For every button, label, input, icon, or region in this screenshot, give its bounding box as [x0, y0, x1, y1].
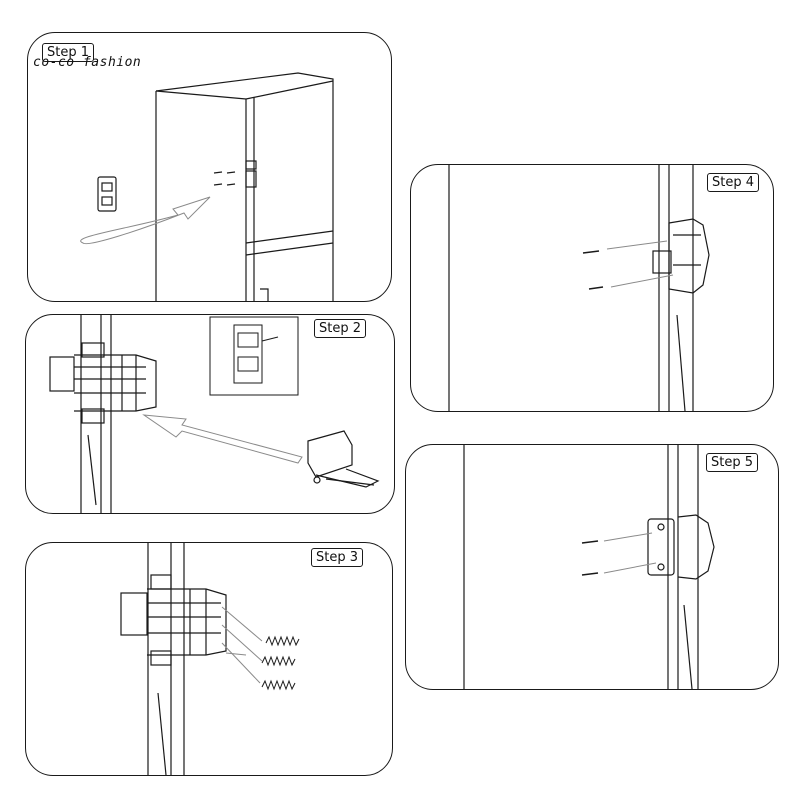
screws — [213, 171, 236, 186]
direction-arrow — [80, 196, 211, 245]
step-5-illustration — [463, 445, 715, 689]
step-2-panel: Step 2 — [25, 314, 395, 514]
step-4-illustration — [448, 165, 710, 411]
lock-body — [652, 218, 710, 294]
fridge-edge — [448, 165, 694, 411]
screws — [582, 250, 604, 290]
direction-arrows — [221, 606, 263, 684]
fridge-edge — [80, 315, 112, 513]
refrigerator — [155, 72, 334, 301]
step-5-panel: Step 5 — [405, 444, 779, 690]
step-2-illustration — [49, 315, 380, 513]
step-5-label: Step 5 — [706, 453, 759, 472]
hinge-assembly — [120, 574, 227, 666]
lock-assembly — [647, 514, 715, 580]
watermark: co-co fashion — [33, 55, 142, 70]
direction-arrows — [606, 240, 674, 288]
step-1-label: Step 1 — [42, 43, 95, 62]
step-3-panel: Step 3 — [25, 542, 393, 776]
hinge-part — [97, 176, 117, 212]
hinge-assembly — [49, 342, 157, 424]
step-1-panel: Step 1 co-co fashion — [27, 32, 392, 302]
screws — [581, 540, 599, 576]
door-lock-piece — [307, 430, 380, 488]
step-3-illustration — [120, 543, 300, 775]
step-4-panel: Step 4 — [410, 164, 774, 412]
direction-arrow — [142, 414, 303, 464]
fridge-edge — [147, 543, 185, 775]
fridge-edge — [463, 445, 699, 689]
step-3-label: Step 3 — [311, 548, 364, 567]
inset-detail-box — [209, 316, 299, 396]
springs — [261, 635, 300, 691]
direction-arrows — [603, 532, 657, 574]
step-1-illustration — [80, 72, 334, 301]
step-4-label: Step 4 — [707, 173, 760, 192]
step-2-label: Step 2 — [314, 319, 367, 338]
